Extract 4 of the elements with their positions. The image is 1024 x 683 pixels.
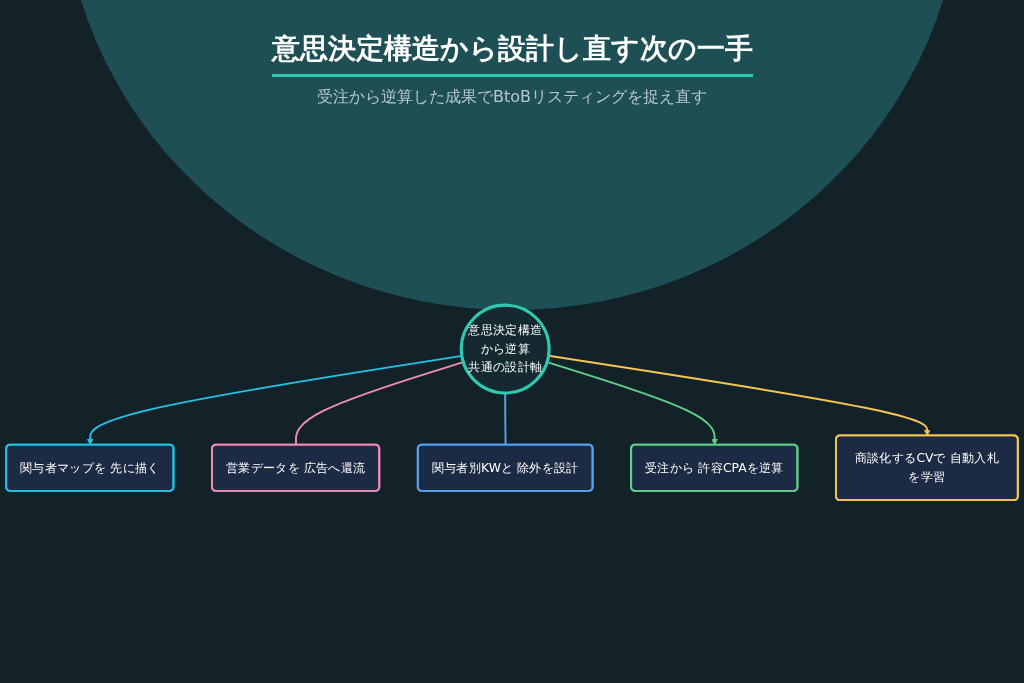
subtitle: 受注から逆算した成果でBtoBリスティングを捉え直す [316,87,708,108]
arrow [86,354,463,446]
node-circle: 意思決定構造 から逆算 共通の設計軸 [459,303,551,395]
title: 意思決定構造から設計し直す次の一手 [271,30,753,77]
